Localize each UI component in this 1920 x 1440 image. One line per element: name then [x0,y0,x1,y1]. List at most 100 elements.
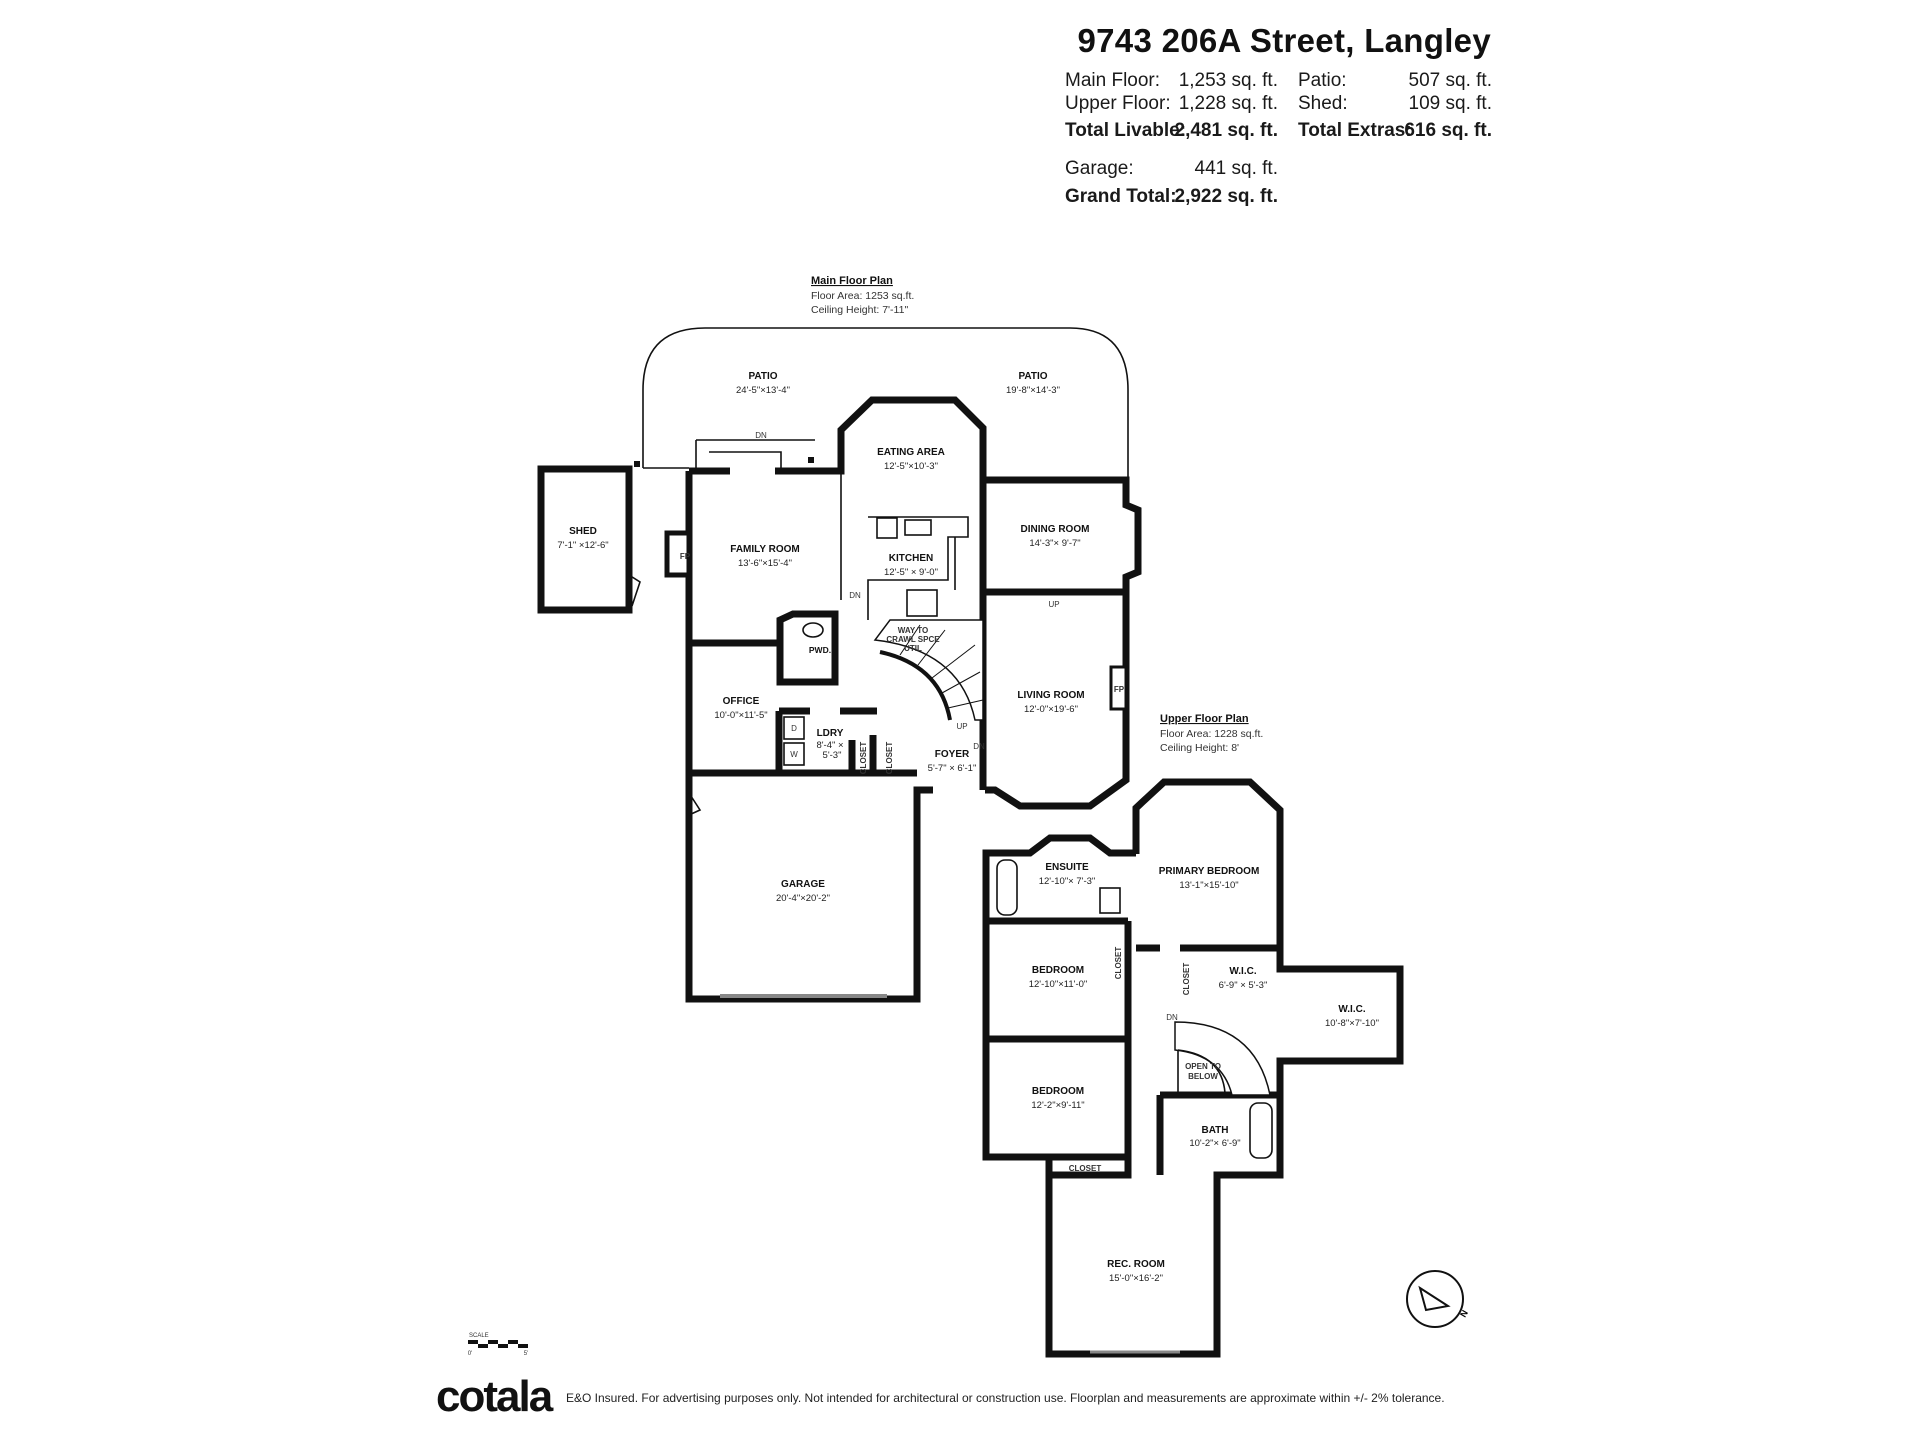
range-icon [906,589,938,617]
stair-dn-label-3: DN [973,742,985,751]
crawl-label-2: CRAWL SPCE [886,635,940,644]
room-label-living-room: LIVING ROOM [1017,690,1084,701]
open-to-below-label-2: BELOW [1188,1072,1218,1081]
room-label-powder: PWD. [809,645,831,655]
property-address-title: 9743 206A Street, Langley [1077,22,1491,59]
shed-walls [537,465,633,614]
total-livable-label: Total Livable: [1065,120,1187,141]
scale-end: 5' [524,1351,528,1357]
shed-door [628,574,641,607]
upper-stair-dn-label: DN [1166,1013,1178,1022]
living-fireplace [1109,665,1128,711]
room-dim-bath: 10'-2"× 6'-9" [1189,1138,1240,1149]
main-floor-ceiling: Ceiling Height: 7'-11" [811,304,908,316]
room-label-shed: SHED [569,526,597,537]
upper-floor-ceiling: Ceiling Height: 8' [1160,742,1239,754]
grand-total-value: 2,922 sq. ft. [1174,186,1279,207]
room-dim-eating-area: 12'-5"×10'-3" [884,461,938,472]
room-dim-living-room: 12'-0"×19'-6" [1024,704,1078,715]
sink-icon [904,519,932,536]
total-livable-value: 2,481 sq. ft. [1174,120,1279,141]
room-label-foyer: FOYER [935,749,970,760]
open-to-below-label-1: OPEN TO [1185,1062,1221,1071]
patio-value: 507 sq. ft. [1408,70,1492,91]
fireplace-label: FP [680,552,691,561]
room-dim-family-room: 13'-6"×15'-4" [738,558,792,569]
bath-tub-icon [1249,1102,1273,1159]
grand-total-label: Grand Total: [1065,186,1177,207]
room-label-ensuite: ENSUITE [1045,862,1089,873]
main-floor-label: Main Floor: [1065,70,1161,91]
room-dim-wic: 6'-9" × 5'-3" [1219,980,1268,991]
main-stairs [873,619,984,721]
closet-label-2: CLOSET [885,742,894,775]
upper-floor-value: 1,228 sq. ft. [1178,93,1278,114]
closet-label-5: CLOSET [1182,963,1191,996]
room-dim-bedroom-2: 12'-2"×9'-11" [1031,1100,1084,1111]
washer-icon [783,742,805,766]
room-label-bath: BATH [1201,1125,1228,1136]
room-dim-office: 10'-0"×11'-5" [714,710,767,721]
room-dim-kitchen: 12'-5" × 9'-0" [884,567,938,578]
patio-outline [642,327,1129,506]
room-dim-ensuite: 12'-10"× 7'-3" [1039,876,1096,887]
patio-label: Patio: [1298,70,1347,91]
powder-room-walls [776,610,839,686]
room-label-bedroom: BEDROOM [1032,965,1084,976]
upper-floor-walls [982,778,1404,1358]
room-label-dining-room: DINING ROOM [1021,524,1090,535]
room-dim-laundry-2: 5'-3" [823,750,842,761]
stair-up-label: UP [1048,600,1059,609]
main-floor-value: 1,253 sq. ft. [1178,70,1278,91]
room-label-kitchen: KITCHEN [889,553,933,564]
ensuite-tub-icon [996,859,1018,916]
room-dim-dining-room: 14'-3"× 9'-7" [1029,538,1080,549]
closet-label-3: CLOSET [1069,1164,1102,1173]
upper-floor-plan-title: Upper Floor Plan [1160,713,1249,725]
room-label-laundry: LDRY [817,728,844,739]
disclaimer: E&O Insured. For advertising purposes on… [566,1391,1445,1405]
shower-icon [1099,887,1121,914]
open-to-below-area [1177,1049,1226,1094]
room-dim-patio-2: 19'-8"×14'-3" [1006,385,1060,396]
garage-value: 441 sq. ft. [1194,158,1278,179]
room-label-rec-room: REC. ROOM [1107,1259,1165,1270]
room-dim-foyer: 5'-7" × 6'-1" [928,763,977,774]
scale-start: 0' [468,1351,472,1357]
stair-up-label-2: UP [956,722,967,731]
main-floor-plan-title: Main Floor Plan [811,275,893,287]
total-extras-label: Total Extras: [1298,120,1412,141]
room-label-bedroom-2: BEDROOM [1032,1086,1084,1097]
room-label-garage: GARAGE [781,879,825,890]
room-dim-rec-room: 15'-0"×16'-2" [1109,1273,1163,1284]
fireplace-label-2: FP [1114,685,1125,694]
stair-dn-label: DN [755,431,767,440]
scale-label: SCALE [469,1333,489,1339]
north-compass-icon: N [1406,1270,1470,1328]
dryer-label: D [791,724,797,733]
closet-label-4: CLOSET [1114,947,1123,980]
family-fireplace [664,530,692,578]
room-dim-primary-bedroom: 13'-1"×15'-10" [1179,880,1238,891]
room-dim-patio: 24'-5"×13'-4" [736,385,790,396]
room-label-family-room: FAMILY ROOM [730,544,799,555]
room-dim-bedroom: 12'-10"×11'-0" [1029,979,1088,990]
laundry-walls [775,707,877,773]
main-floor-area: Floor Area: 1253 sq.ft. [811,290,914,302]
garage-side-door [688,792,702,816]
room-dim-wic-2: 10'-8"×7'-10" [1325,1018,1379,1029]
room-label-eating-area: EATING AREA [877,447,945,458]
svg-text:N: N [1458,1308,1470,1319]
room-label-primary-bedroom: PRIMARY BEDROOM [1159,866,1260,877]
scale-bar [468,1340,528,1348]
washer-label: W [790,750,798,759]
upper-interior-walls [986,917,1280,1175]
stair-dn-label-2: DN [849,591,861,600]
cooktop-icon [876,517,898,539]
crawl-label-1: WAY TO [898,626,929,635]
crawl-label-3: UTIL [904,644,922,653]
interior-walls [689,588,1126,777]
total-extras-value: 616 sq. ft. [1404,120,1492,141]
garage-label: Garage: [1065,158,1134,179]
